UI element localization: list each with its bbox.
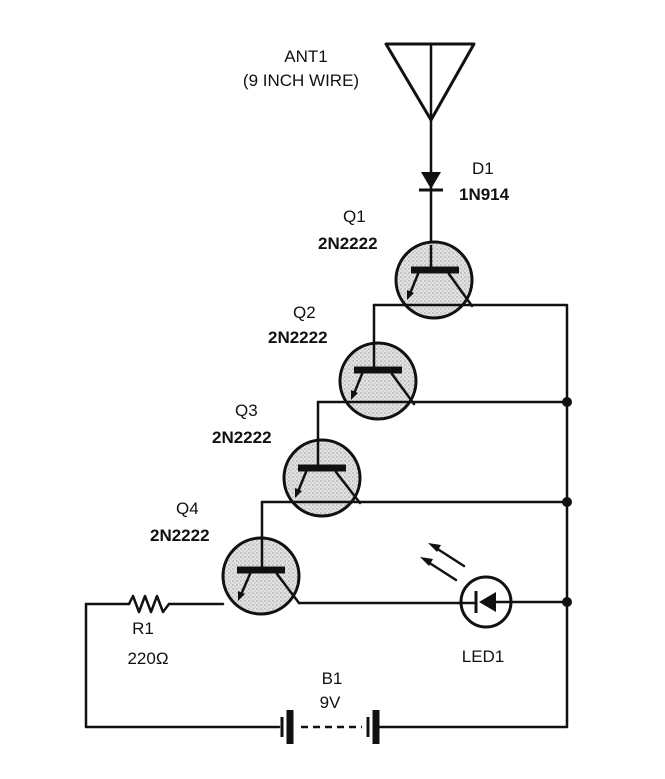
q2-label: Q2 [293, 303, 316, 322]
q4-label: Q4 [176, 499, 199, 518]
q2-part-label: 2N2222 [268, 328, 328, 347]
transistor-q3 [282, 400, 362, 518]
q3-part-label: 2N2222 [212, 428, 272, 447]
junction-dot [562, 397, 572, 407]
d1-part-label: 1N914 [459, 185, 510, 204]
d1-label: D1 [472, 159, 494, 178]
battery-b1 [280, 710, 380, 744]
wire-q1-emitter-q2-base-rail [372, 303, 569, 722]
wire-left-return [84, 602, 281, 729]
wire-right-return [377, 718, 569, 729]
ant1-label: ANT1 [284, 47, 327, 66]
r1-label: R1 [132, 619, 154, 638]
transistor-q2 [338, 303, 418, 421]
r1-value-label: 220Ω [127, 649, 168, 668]
q3-label: Q3 [235, 401, 258, 420]
light-emission-arrows-icon [420, 543, 466, 582]
q4-part-label: 2N2222 [150, 526, 210, 545]
led-led1 [456, 575, 569, 629]
resistor-r1 [127, 594, 171, 614]
q1-part-label: 2N2222 [318, 234, 378, 253]
led1-label: LED1 [462, 647, 505, 666]
b1-value-label: 9V [320, 693, 341, 712]
transistor-q1 [394, 240, 474, 320]
q1-label: Q1 [343, 207, 366, 226]
b1-label: B1 [322, 669, 343, 688]
transistor-q4 [221, 500, 301, 616]
diode-d1 [419, 172, 443, 192]
ant1-detail-label: (9 INCH WIRE) [243, 71, 359, 90]
junction-dot [562, 497, 572, 507]
antenna-ant1 [384, 42, 476, 122]
